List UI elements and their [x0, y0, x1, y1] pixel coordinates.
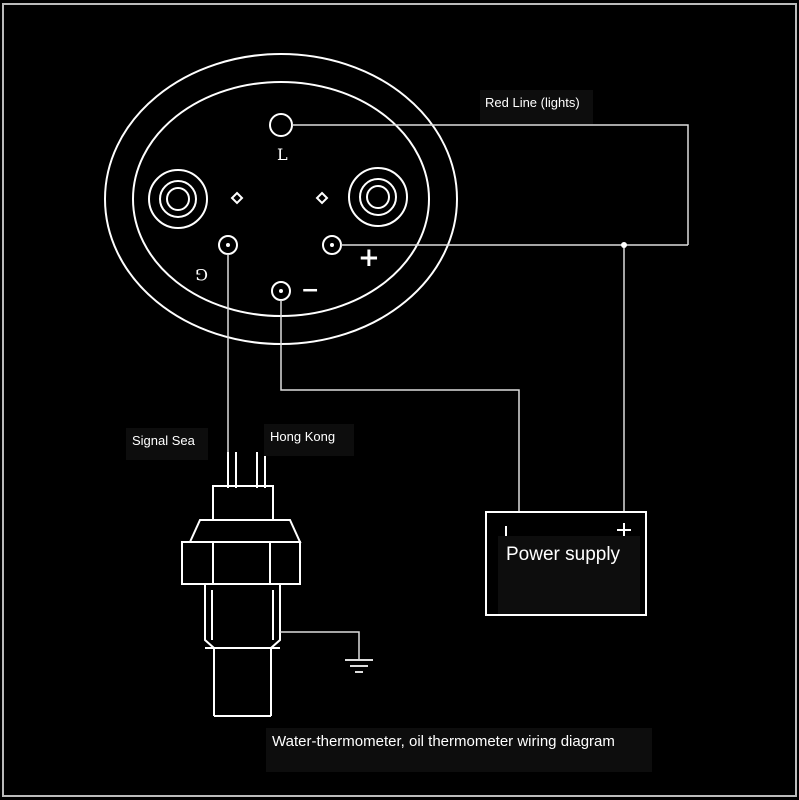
diagram-caption: Water-thermometer, oil thermometer wirin…: [266, 728, 652, 772]
ground-icon: [280, 631, 373, 673]
power-supply-label: Power supply: [498, 536, 640, 614]
red-line-wire: [292, 124, 689, 245]
gauge-inner-ring: [132, 81, 430, 317]
pin-plus-label: +: [358, 243, 380, 273]
pin-l-terminal: [269, 113, 293, 137]
hong-kong-label: Hong Kong: [264, 424, 354, 456]
pin-minus-label: −: [301, 277, 319, 303]
minus-wire: [280, 300, 520, 513]
red-line-label: Red Line (lights): [480, 90, 593, 124]
sensor: [181, 452, 302, 717]
mounting-hole-right: [348, 167, 408, 227]
pin-g-label: G: [195, 265, 208, 284]
wire-junction: [621, 242, 627, 248]
diamond-mark-right: [315, 191, 329, 205]
power-supply-box: [485, 511, 647, 616]
pin-l-label: L: [277, 145, 288, 164]
signal-label: Signal Sea: [126, 428, 208, 460]
diamond-mark-left: [230, 191, 244, 205]
outer-frame: [2, 3, 797, 797]
mounting-hole-left: [148, 169, 208, 229]
